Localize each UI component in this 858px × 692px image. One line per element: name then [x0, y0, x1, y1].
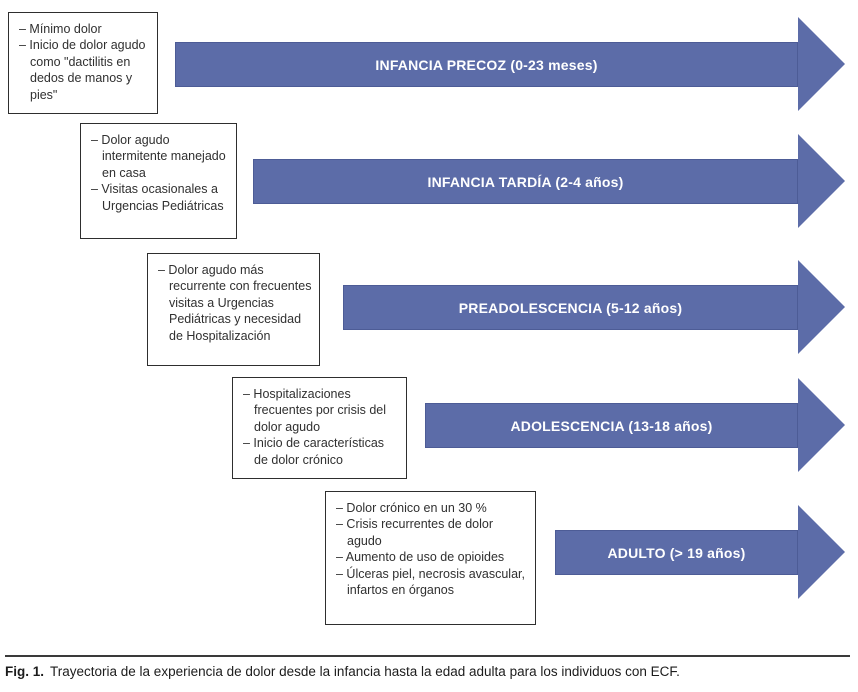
figure-caption: Fig. 1. Trayectoria de la experiencia de …: [5, 663, 850, 680]
stage-label: INFANCIA TARDÍA (2-4 años): [427, 173, 624, 190]
note-bullet: – Dolor agudo más recurrente con frecuen…: [158, 263, 312, 343]
note-box-infancia-tardia: – Dolor agudo intermitente manejado en c…: [80, 123, 237, 239]
stage-label: PREADOLESCENCIA (5-12 años): [458, 299, 683, 316]
stage-label: ADULTO (> 19 años): [607, 544, 746, 561]
stage-arrow-infancia-tardia: INFANCIA TARDÍA (2-4 años): [253, 134, 845, 229]
note-bullet: – Mínimo dolor: [19, 22, 102, 36]
note-bullet: – Úlceras piel, necrosis avascular, infa…: [336, 566, 525, 598]
stage-label: ADOLESCENCIA (13-18 años): [510, 417, 713, 434]
caption-divider: [5, 655, 850, 657]
arrow-head-right-icon: [798, 378, 845, 472]
note-bullet: – Visitas ocasionales a Urgencias Pediát…: [91, 182, 224, 213]
note-bullet: – Inicio de características de dolor cró…: [243, 436, 385, 467]
note-bullet: – Dolor crónico en un 30 %: [336, 501, 487, 515]
stage-arrow-adolescencia: ADOLESCENCIA (13-18 años): [425, 378, 845, 473]
arrow-body: [175, 42, 798, 87]
note-box-adolescencia: – Hospitalizaciones frecuentes por crisi…: [232, 377, 407, 479]
arrow-head-right-icon: [798, 505, 845, 599]
figure-number-label: Fig. 1.: [5, 664, 45, 679]
arrow-head-right-icon: [798, 260, 845, 354]
note-bullet: – Dolor agudo intermitente manejado en c…: [91, 133, 226, 180]
note-box-adulto: – Dolor crónico en un 30 % – Crisis recu…: [325, 491, 536, 625]
arrow-body: [253, 159, 798, 204]
note-bullet: – Aumento de uso de opioides: [336, 550, 505, 565]
stage-arrow-infancia-precoz: INFANCIA PRECOZ (0-23 meses): [175, 17, 845, 112]
note-box-preadolescencia: – Dolor agudo más recurrente con frecuen…: [147, 253, 320, 366]
note-box-infancia-precoz: – Mínimo dolor – Inicio de dolor agudo c…: [8, 12, 158, 114]
arrow-head-right-icon: [798, 17, 845, 111]
stage-label: INFANCIA PRECOZ (0-23 meses): [375, 56, 598, 73]
arrow-body: [425, 403, 798, 448]
arrow-head-right-icon: [798, 134, 845, 228]
figure-caption-text: Trayectoria de la experiencia de dolor d…: [50, 664, 680, 679]
stage-arrow-adulto: ADULTO (> 19 años): [555, 505, 845, 600]
stage-arrow-preadolescencia: PREADOLESCENCIA (5-12 años): [343, 260, 845, 355]
arrow-body: [555, 530, 798, 575]
arrow-body: [343, 285, 798, 330]
note-bullet: – Inicio de dolor agudo como "dactilitis…: [19, 38, 146, 102]
note-bullet: – Crisis recurrentes de dolor agudo: [336, 517, 494, 548]
note-bullet: – Hospitalizaciones frecuentes por crisi…: [243, 387, 387, 434]
